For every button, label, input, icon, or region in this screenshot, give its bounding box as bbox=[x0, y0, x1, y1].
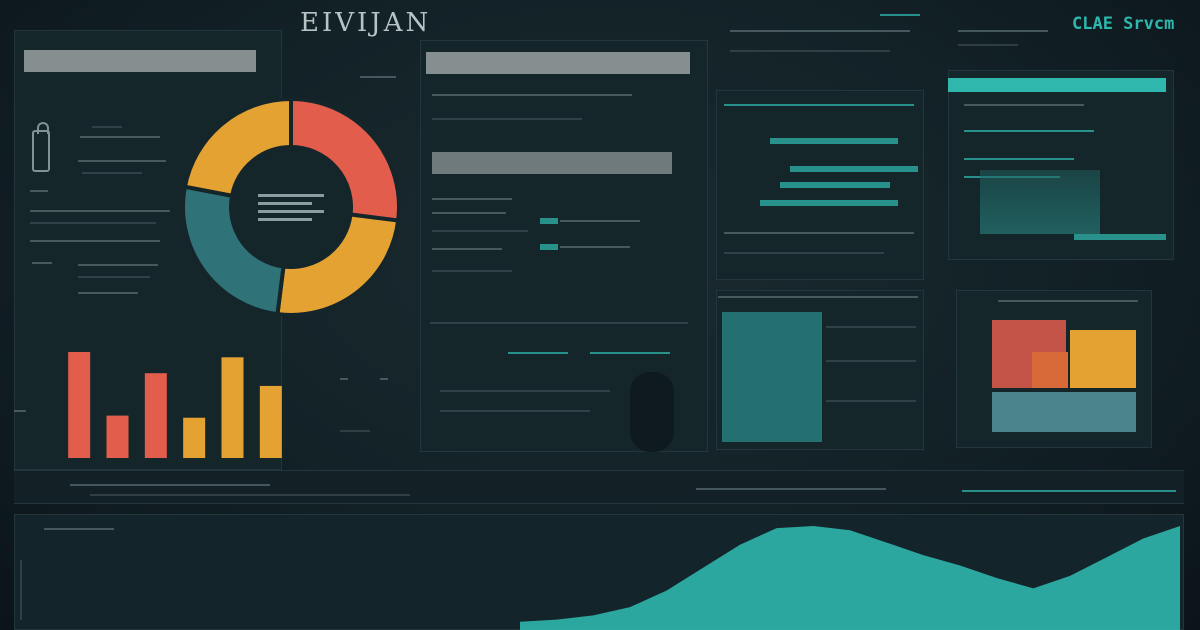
top-text-line bbox=[730, 30, 910, 32]
donut-slice bbox=[181, 184, 286, 316]
center-teal-line bbox=[540, 218, 558, 224]
right-teal-line bbox=[964, 158, 1074, 160]
donut-center-text-line bbox=[258, 218, 312, 221]
orange-header-line bbox=[998, 300, 1138, 302]
report-teal-bar bbox=[790, 166, 918, 172]
left-text-line bbox=[30, 240, 160, 242]
graph-text-line bbox=[826, 326, 916, 328]
app-wordmark: EIVIJAN bbox=[300, 8, 432, 38]
bar bbox=[221, 357, 244, 458]
donut-chart bbox=[181, 98, 401, 316]
bar-side-tick bbox=[380, 378, 388, 380]
left-text-line bbox=[92, 126, 122, 128]
left-text-line bbox=[82, 172, 142, 174]
bar-chart bbox=[68, 352, 282, 458]
center-teal-line bbox=[590, 352, 670, 354]
bar-side-tick bbox=[340, 430, 370, 432]
brand-label: CLAE Srvcm bbox=[1072, 14, 1175, 34]
left-text-line bbox=[78, 264, 158, 266]
report-teal-bar bbox=[760, 200, 898, 206]
center-text-line bbox=[432, 270, 512, 272]
report-teal-bar bbox=[780, 182, 890, 188]
report-text-line bbox=[724, 232, 914, 234]
bar bbox=[259, 385, 282, 458]
bar bbox=[183, 417, 206, 458]
center-teal-line bbox=[540, 244, 558, 250]
donut-center-text-line bbox=[258, 202, 312, 205]
center-text-line bbox=[440, 410, 590, 412]
center-text-line bbox=[432, 230, 528, 232]
center-text-line bbox=[440, 390, 610, 392]
orange-block bbox=[1032, 352, 1068, 388]
right-teal-banner bbox=[948, 78, 1166, 92]
bar-side-tick bbox=[340, 378, 348, 380]
right-teal-graph bbox=[980, 170, 1100, 234]
area-chart bbox=[520, 526, 1180, 630]
center-panel-title-bar bbox=[426, 52, 690, 74]
top-text-line bbox=[730, 50, 890, 52]
center-text-line bbox=[432, 198, 512, 200]
report-teal-bar bbox=[770, 138, 898, 144]
area-series bbox=[520, 526, 1180, 630]
left-text-line bbox=[80, 136, 160, 138]
bar bbox=[68, 352, 91, 458]
left-text-line bbox=[30, 210, 170, 212]
footer-strip bbox=[14, 470, 1184, 504]
center-text-line bbox=[432, 248, 502, 250]
center-text-line bbox=[432, 94, 632, 96]
right-teal-line bbox=[964, 130, 1094, 132]
right-header-line bbox=[958, 44, 1018, 46]
left-text-line bbox=[32, 262, 52, 264]
donut-center bbox=[233, 149, 349, 265]
lock-icon[interactable] bbox=[32, 122, 50, 172]
left-text-line bbox=[78, 276, 150, 278]
left-panel-title-bar bbox=[24, 50, 256, 72]
center-text-line bbox=[560, 246, 630, 248]
graph-text-line bbox=[826, 400, 916, 402]
teal-area-block bbox=[722, 312, 822, 442]
bottom-axis-line bbox=[20, 560, 22, 620]
right-teal-bar bbox=[1074, 234, 1166, 240]
center-teal-line bbox=[508, 352, 568, 354]
center-media-blob bbox=[630, 372, 674, 452]
orange-block bbox=[1070, 330, 1136, 388]
center-subpanel-bar bbox=[432, 152, 672, 174]
footer-teal-line bbox=[962, 490, 1176, 492]
bottom-header-line bbox=[44, 528, 114, 530]
graph-header-line bbox=[718, 296, 918, 298]
right-text-line bbox=[964, 104, 1084, 106]
right-header-line bbox=[958, 30, 1048, 32]
graph-text-line bbox=[826, 360, 916, 362]
left-text-line bbox=[30, 190, 48, 192]
donut-center-text-line bbox=[258, 194, 324, 197]
center-text-line bbox=[430, 322, 688, 324]
header-text-line bbox=[360, 76, 396, 78]
center-text-line bbox=[560, 220, 640, 222]
donut-slice bbox=[182, 98, 293, 199]
bar bbox=[106, 415, 129, 458]
donut-center-text-line bbox=[258, 210, 324, 213]
center-text-line bbox=[432, 212, 506, 214]
teal-strip-block bbox=[992, 392, 1136, 432]
center-text-line bbox=[432, 118, 582, 120]
bar bbox=[144, 373, 167, 458]
left-text-line bbox=[30, 222, 156, 224]
left-text-line bbox=[78, 292, 138, 294]
footer-line bbox=[90, 494, 410, 496]
left-text-line bbox=[78, 160, 166, 162]
donut-slice bbox=[289, 98, 401, 223]
footer-line bbox=[696, 488, 886, 490]
report-text-line bbox=[724, 252, 884, 254]
footer-line bbox=[70, 484, 270, 486]
report-teal-line bbox=[724, 104, 914, 106]
donut-slice bbox=[275, 212, 401, 316]
top-teal-line bbox=[880, 14, 920, 16]
left-text-line bbox=[14, 410, 26, 412]
